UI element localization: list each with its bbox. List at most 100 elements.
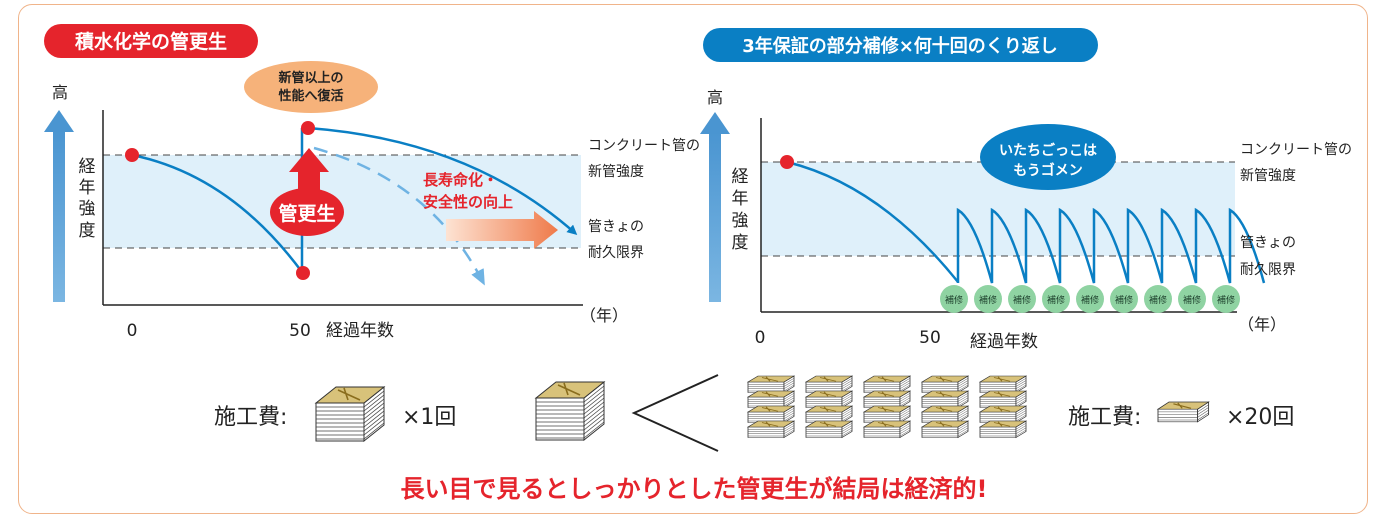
left-y-char: 強 [79, 199, 96, 219]
left-improve-arrow [446, 211, 558, 249]
money-bundle [805, 420, 853, 439]
right-x-unit: （年） [1238, 315, 1286, 334]
left-y-char: 度 [79, 221, 96, 241]
right-repair-sawtooth [956, 207, 1266, 284]
money-bundle [863, 420, 911, 439]
money-bundle [979, 405, 1027, 424]
repair-marker-label: 補修 [945, 294, 963, 306]
money-bundle [921, 405, 969, 424]
right-y-axis-arrow [700, 112, 730, 302]
money-bundle [747, 390, 795, 409]
left-ref-limit-line: 耐久限界 [588, 245, 644, 261]
repair-marker [1144, 285, 1172, 313]
repair-marker-label: 補修 [979, 294, 997, 306]
money-bundle-small-icon [1157, 401, 1210, 423]
conclusion-text: 長い目で見るとしっかりとした管更生が結局は経済的! [401, 475, 988, 503]
right-bubble-line: もうゴメン [1013, 162, 1083, 179]
right-degradation-curve [786, 160, 959, 283]
left-point-start [125, 148, 139, 162]
left-rehab-badge [270, 188, 344, 236]
repair-marker [1076, 285, 1104, 313]
money-bundle [921, 375, 969, 394]
left-degradation-curve [131, 153, 304, 273]
right-repair-markers: 補修 補修 補修 補修 補修 補修 補修 補修 補修 [940, 285, 1240, 313]
money-bundle [863, 405, 911, 424]
money-bundle [747, 405, 795, 424]
right-ref-limit-line: 管きょの [1240, 235, 1296, 251]
money-stack-compare-icon [534, 380, 606, 442]
left-rehab-curve [307, 126, 578, 235]
money-bundle-grid [747, 375, 1027, 439]
repair-marker [974, 285, 1002, 313]
right-y-char: 年 [732, 189, 749, 209]
money-bundle [747, 420, 795, 439]
money-bundle [979, 420, 1027, 439]
right-bubble-line: いたちごっこは [999, 142, 1097, 159]
repair-marker-label: 補修 [1115, 294, 1133, 306]
right-y-axis-label: 経 年 強 度 [732, 167, 749, 253]
right-ref-concrete-line: 新管強度 [1240, 168, 1296, 184]
money-stack-large-icon [314, 385, 386, 443]
money-bundle [921, 420, 969, 439]
left-x-unit: （年） [580, 306, 628, 325]
left-rehab-badge-text: 管更生 [278, 202, 335, 225]
left-ref-concrete-line: 新管強度 [588, 164, 644, 180]
cost-left-label: 施工費: [214, 405, 287, 430]
money-bundle [979, 390, 1027, 409]
repair-marker-label: 補修 [1047, 294, 1065, 306]
right-panel: 3年保証の部分補修×何十回のくり返し 高 経 年 強 度 いたちごっこは もうゴ… [700, 28, 1352, 352]
right-y-char: 強 [732, 211, 749, 231]
left-y-axis-label: 経 年 強 度 [79, 157, 96, 241]
left-point-restored [301, 121, 315, 135]
left-ref-limit-line: 管きょの [588, 219, 644, 235]
repair-marker [1178, 285, 1206, 313]
left-restore-bubble [244, 61, 378, 113]
right-point-start [780, 155, 794, 169]
money-bundle [863, 390, 911, 409]
right-y-char: 経 [732, 167, 749, 187]
left-title-pill [44, 24, 258, 58]
money-bundle [921, 390, 969, 409]
left-restore-bubble-line: 性能へ復活 [278, 88, 343, 104]
repair-marker-label: 補修 [1183, 294, 1201, 306]
right-title-pill [703, 28, 1098, 62]
cost-right-label: 施工費: [1068, 405, 1141, 430]
repair-marker [1212, 285, 1240, 313]
left-x-tick: 50 [289, 321, 311, 341]
money-bundle [747, 375, 795, 394]
right-x-axis-label: 経過年数 [970, 332, 1038, 352]
right-x-tick: 50 [919, 328, 941, 348]
right-y-axis-top-label: 高 [707, 88, 723, 107]
diagram-frame [18, 4, 1368, 514]
left-x-axis-label: 経過年数 [326, 321, 394, 341]
right-ref-concrete-line: コンクリート管の [1240, 142, 1352, 158]
right-ref-limit-line: 耐久限界 [1240, 262, 1296, 278]
left-point-degraded [296, 266, 310, 280]
repair-marker-label: 補修 [1013, 294, 1031, 306]
left-y-char: 年 [79, 178, 96, 198]
right-title: 3年保証の部分補修×何十回のくり返し [742, 35, 1058, 57]
cost-row: 施工費: ×1回 施工費: ×20回 [214, 374, 1294, 452]
right-x-tick: 0 [755, 328, 766, 348]
repair-marker [1042, 285, 1070, 313]
money-bundle [805, 390, 853, 409]
left-improve-line: 安全性の向上 [423, 193, 513, 211]
right-y-char: 度 [732, 233, 749, 253]
left-restore-bubble-line: 新管以上の [278, 70, 343, 86]
repair-marker [1110, 285, 1138, 313]
left-y-axis-top-label: 高 [52, 83, 68, 102]
repair-marker [1008, 285, 1036, 313]
left-improve-line: 長寿命化・ [423, 171, 498, 189]
repair-marker-label: 補修 [1217, 294, 1235, 306]
money-bundle [805, 405, 853, 424]
repair-marker-label: 補修 [1081, 294, 1099, 306]
money-bundle [979, 375, 1027, 394]
left-x-tick: 0 [127, 321, 138, 341]
money-bundle [805, 375, 853, 394]
left-panel: 積水化学の管更生 高 経 年 強 度 管更生 [44, 24, 700, 341]
cost-right-count: ×20回 [1226, 405, 1294, 430]
repair-marker-label: 補修 [1149, 294, 1167, 306]
right-bubble [980, 124, 1116, 190]
left-y-axis-arrow [44, 110, 74, 302]
